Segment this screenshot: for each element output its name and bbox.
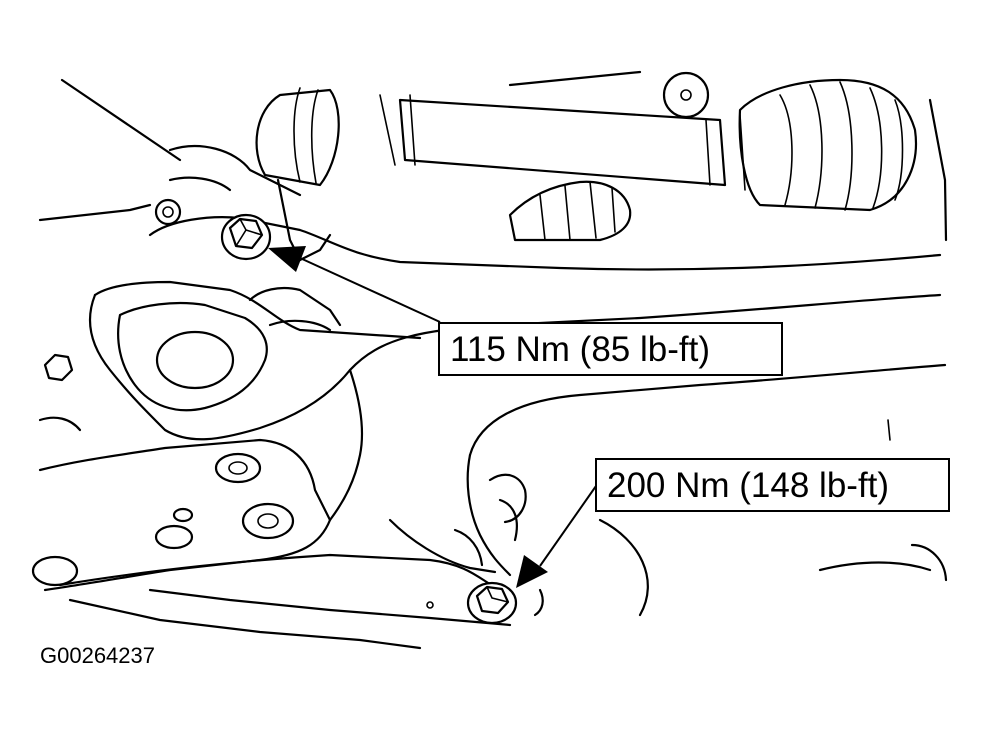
left-bolt	[43, 198, 182, 382]
drive-shaft	[255, 70, 917, 212]
lower-torque-bolt	[466, 581, 518, 625]
lower-bracket	[388, 473, 948, 617]
subframe	[31, 416, 512, 650]
upper-torque-bolt	[220, 213, 272, 261]
figure-id: G00264237	[40, 643, 155, 668]
lower-control-arm	[88, 216, 947, 577]
upper-body-contour	[38, 78, 948, 242]
upper-leader-arrow	[268, 246, 441, 323]
rack-boot	[508, 180, 632, 242]
lower-leader-arrow	[516, 485, 597, 588]
torque-callout-lower: 200 Nm (148 lb-ft)	[595, 458, 950, 512]
torque-callout-upper: 115 Nm (85 lb-ft)	[438, 322, 783, 376]
